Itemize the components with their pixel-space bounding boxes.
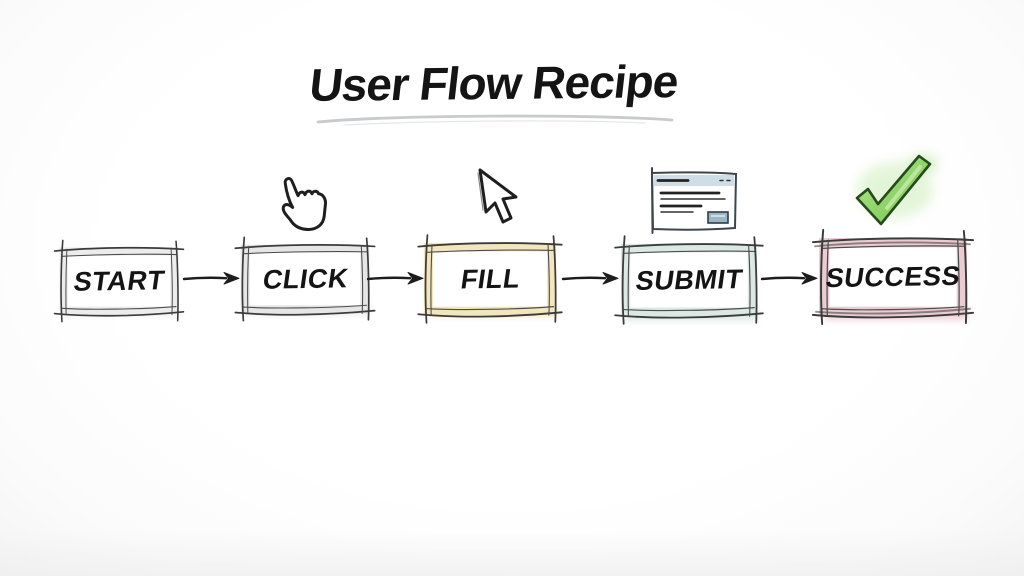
sketch-box	[417, 234, 563, 324]
step-success: SUCCESS	[811, 228, 975, 326]
step-start: START	[53, 239, 185, 323]
sketch-box	[234, 236, 376, 322]
step-submit-label: SUBMIT	[633, 263, 745, 296]
step-success-label: SUCCESS	[823, 260, 963, 293]
step-fill: FILL	[417, 234, 563, 324]
form-window-icon	[650, 167, 738, 234]
step-fill-label: FILL	[458, 262, 522, 295]
sketch-box	[811, 228, 975, 326]
step-click: CLICK	[234, 236, 376, 322]
hand-cursor-icon	[281, 177, 327, 231]
flow-arrow	[182, 272, 240, 285]
step-start-label: START	[71, 264, 167, 297]
sketch-box	[614, 235, 764, 325]
arrow-cursor-icon	[477, 168, 518, 224]
step-submit: SUBMIT	[614, 235, 764, 325]
flow-arrow	[561, 272, 619, 285]
flow-arrow	[366, 272, 424, 285]
sketch-box	[53, 239, 185, 323]
flow-arrow	[760, 272, 818, 285]
check-mark-icon	[855, 154, 937, 226]
step-click-label: CLICK	[260, 262, 350, 295]
title-underline-swoosh	[316, 114, 674, 126]
header: User Flow Recipe	[0, 55, 1006, 111]
page-title: User Flow Recipe	[307, 55, 681, 111]
